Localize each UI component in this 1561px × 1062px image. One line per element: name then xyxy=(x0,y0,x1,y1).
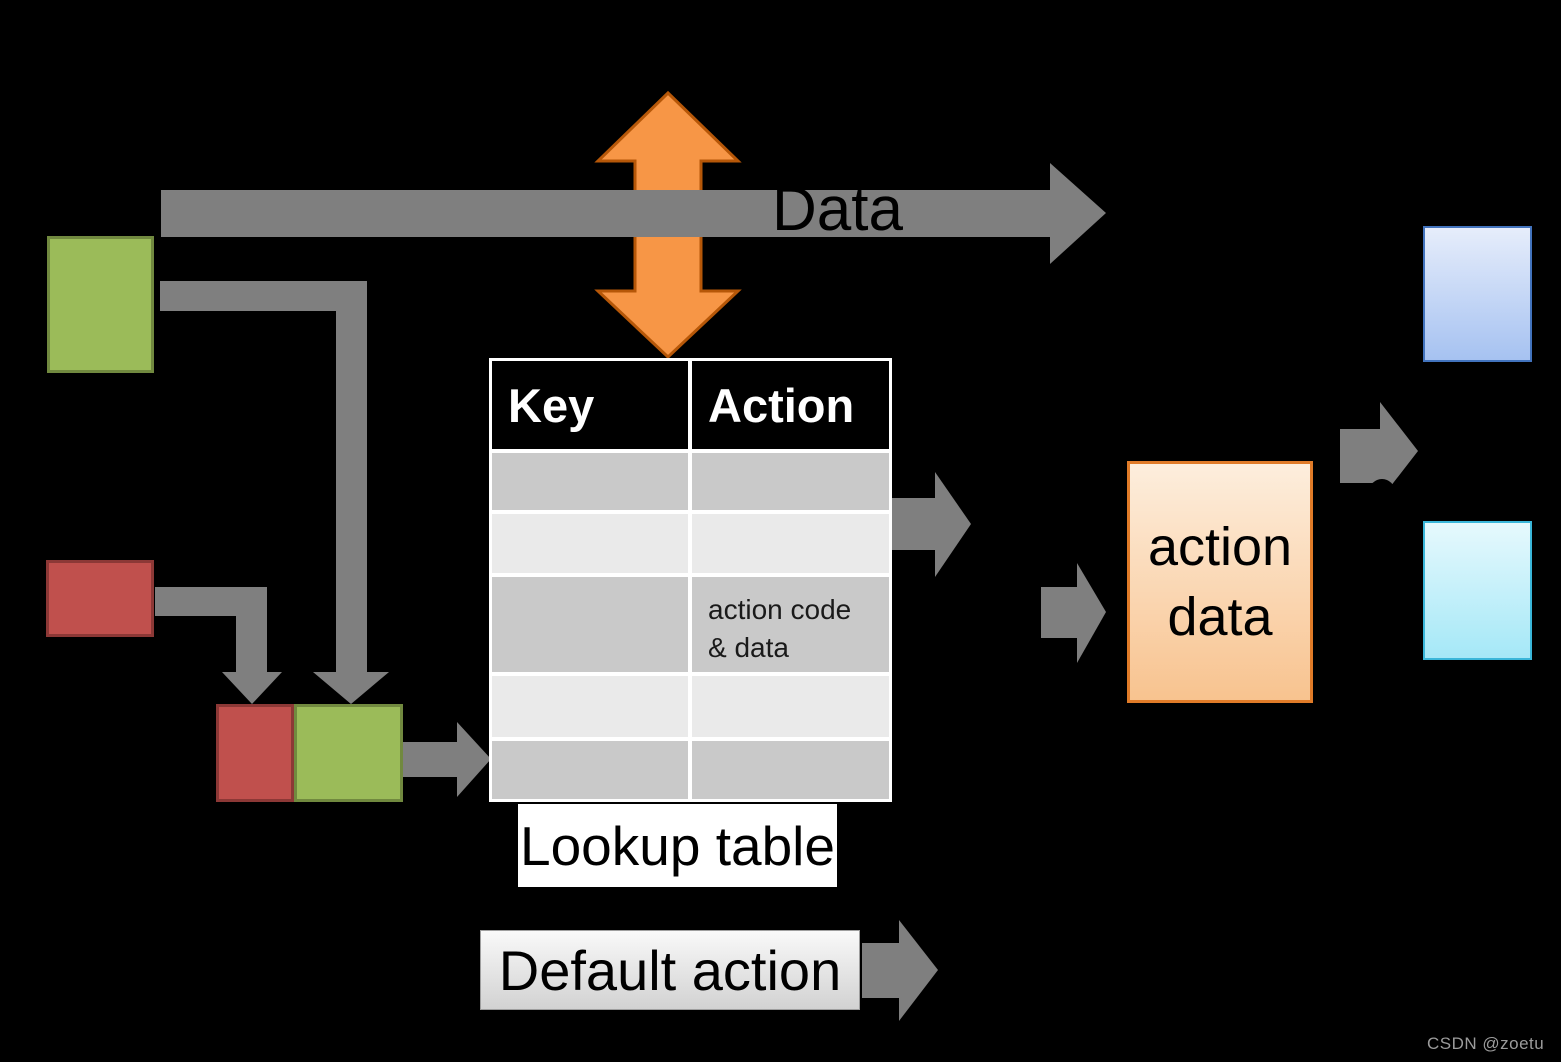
result-field-bottom xyxy=(1423,521,1532,660)
table-cell-key-4 xyxy=(492,676,688,737)
data-bus-label: Data xyxy=(772,175,903,244)
arrow-notch xyxy=(1369,479,1395,505)
table-cell-key-1 xyxy=(492,453,688,510)
red-header-field xyxy=(46,560,154,637)
table-cell-action-1 xyxy=(692,453,889,510)
action-data-output-arrow-icon xyxy=(1340,402,1418,500)
lookup-table: Key Action action code & data xyxy=(489,358,892,802)
red-field-elbow-arrow-icon xyxy=(155,587,282,704)
default-action-arrow-icon xyxy=(862,920,938,1021)
table-header-action: Action xyxy=(692,361,889,449)
key-green-segment xyxy=(294,704,403,802)
green-field-elbow-arrow-icon xyxy=(160,281,389,704)
table-cell-action-2 xyxy=(692,514,889,573)
data-bus-arrow-icon xyxy=(161,163,1106,264)
default-action-box: Default action xyxy=(480,930,860,1010)
action-data-input-arrow-icon xyxy=(1041,563,1106,663)
table-header-key: Key xyxy=(492,361,688,449)
action-code-line-2: & data xyxy=(708,632,789,663)
action-code-line-1: action code xyxy=(708,594,852,625)
lookup-table-caption: Lookup table xyxy=(518,804,837,887)
result-field-top xyxy=(1423,226,1532,362)
key-to-table-arrow-icon xyxy=(403,722,491,797)
table-cell-action-4 xyxy=(692,676,889,737)
table-cell-key-3 xyxy=(492,577,688,672)
action-data-box: action data xyxy=(1127,461,1313,703)
table-cell-action-5 xyxy=(692,741,889,799)
green-header-field xyxy=(47,236,154,373)
key-red-segment xyxy=(216,704,294,802)
table-cell-key-2 xyxy=(492,514,688,573)
table-match-output-arrow-icon xyxy=(892,472,971,577)
table-cell-key-5 xyxy=(492,741,688,799)
table-cell-action-3: action code & data xyxy=(692,577,889,672)
watermark: CSDN @zoetu xyxy=(1427,1034,1545,1053)
